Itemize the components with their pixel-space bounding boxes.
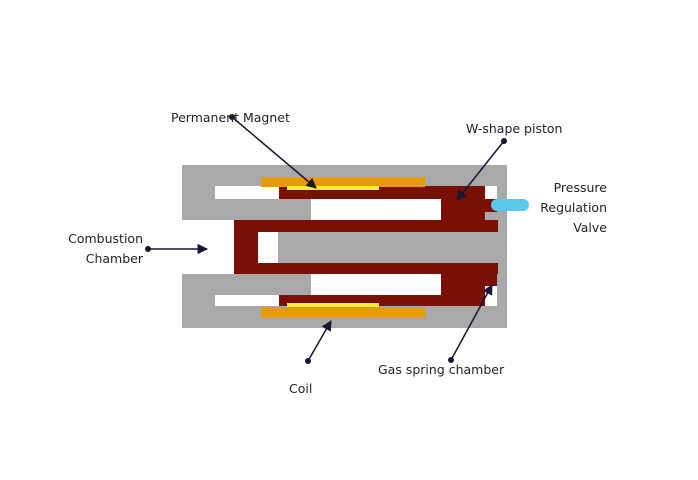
coil-top	[261, 177, 425, 187]
permanent-magnet-top	[287, 186, 379, 190]
label-permanent-magnet: Permanent Magnet	[171, 110, 290, 125]
coil-leader	[307, 320, 332, 362]
label-combustion-line1: Combustion	[68, 231, 143, 246]
pressure-regulation-valve	[491, 199, 529, 211]
magnet-leader	[231, 116, 317, 189]
combustion-leader-dot	[145, 246, 151, 252]
label-pressure-line1: Pressure	[554, 180, 608, 195]
gas-spring-leader	[450, 284, 493, 361]
piston-leader	[456, 140, 505, 201]
label-combustion-line2: Chamber	[86, 251, 144, 266]
magnet-leader-dot	[229, 114, 235, 120]
label-coil: Coil	[289, 381, 312, 396]
coil-bottom	[261, 307, 425, 318]
label-pressure-line2: Regulation	[540, 200, 607, 215]
permanent-magnet-bottom	[287, 303, 379, 307]
gas-spring-leader-dot	[448, 357, 454, 363]
label-gas-spring-chamber: Gas spring chamber	[378, 362, 505, 377]
piston-leader-dot	[501, 138, 507, 144]
label-pressure-line3: Valve	[573, 220, 607, 235]
coil-leader-dot	[305, 358, 311, 364]
label-w-shape-piston: W-shape piston	[466, 121, 562, 136]
piston-crown-gap	[258, 232, 278, 263]
